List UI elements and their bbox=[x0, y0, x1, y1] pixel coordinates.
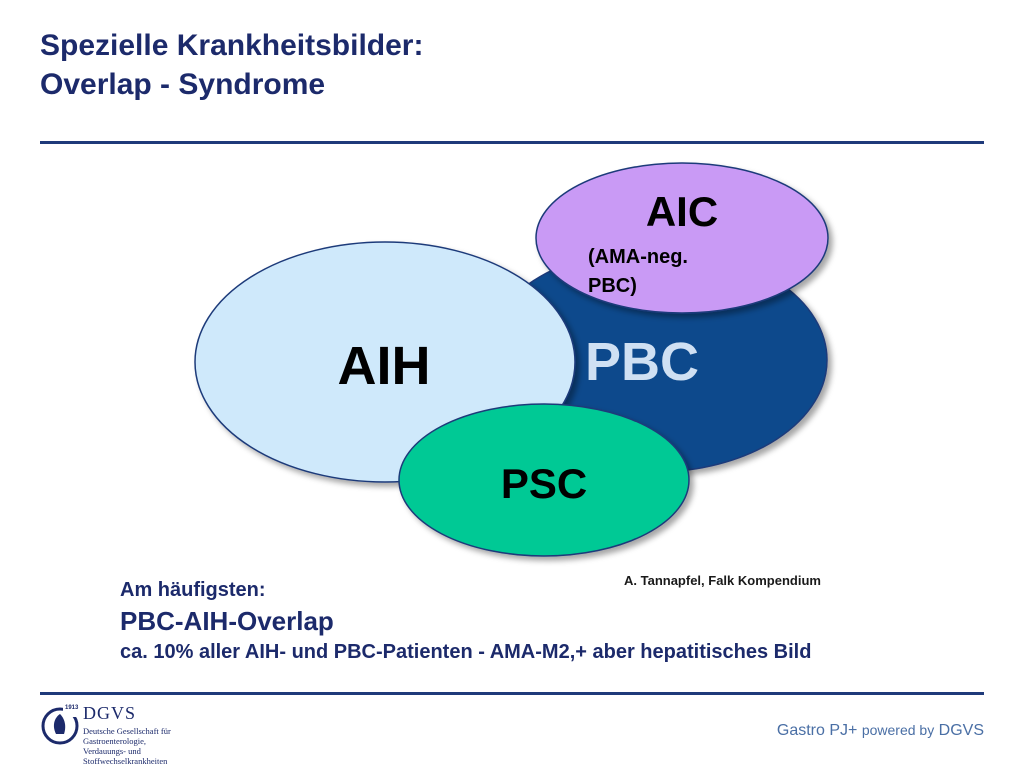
dgvs-emblem-icon bbox=[41, 707, 79, 745]
logo-year: 1913 bbox=[65, 705, 79, 711]
logo-sub-line-4: Stoffwechselkrankheiten bbox=[83, 756, 168, 766]
brand-gastro-pj: Gastro PJ bbox=[776, 722, 849, 739]
logo-sub-line-3: Verdauungs- und bbox=[83, 746, 141, 756]
logo-name: DGVS bbox=[83, 703, 137, 723]
psc-label: PSC bbox=[501, 460, 587, 507]
top-divider bbox=[40, 141, 984, 144]
summary: Am häufigsten: PBC-AIH-Overlap ca. 10% a… bbox=[120, 575, 811, 667]
logo-subtitle: Deutsche Gesellschaft für Gastroenterolo… bbox=[83, 726, 213, 766]
summary-line-2: PBC-AIH-Overlap bbox=[120, 606, 334, 636]
slide-title: Spezielle Krankheitsbilder: Overlap - Sy… bbox=[40, 26, 423, 104]
summary-line-1: Am häufigsten: bbox=[120, 579, 266, 601]
footer-brand: Gastro PJ+ powered by DGVS bbox=[777, 722, 984, 740]
aic-sublabel-line-2: PBC) bbox=[588, 275, 637, 297]
dgvs-logo: 1913 DGVS Deutsche Gesellschaft für Gast… bbox=[40, 702, 213, 766]
summary-line-3: ca. 10% aller AIH- und PBC-Patienten - A… bbox=[120, 641, 812, 663]
bottom-divider bbox=[40, 692, 984, 695]
title-line-1: Spezielle Krankheitsbilder: bbox=[40, 29, 424, 62]
aic-ellipse bbox=[535, 162, 829, 314]
psc-ellipse bbox=[398, 403, 690, 557]
aih-label: AIH bbox=[338, 336, 431, 396]
aic-sublabel-line-1: (AMA-neg. bbox=[588, 246, 688, 268]
aic-label: AIC bbox=[646, 188, 718, 235]
brand-plus: + bbox=[848, 722, 858, 739]
brand-dgvs: DGVS bbox=[938, 722, 984, 739]
title-line-2: Overlap - Syndrome bbox=[40, 68, 326, 101]
citation: A. Tannapfel, Falk Kompendium bbox=[624, 573, 821, 588]
pbc-label: PBC bbox=[585, 332, 699, 392]
logo-sub-line-2: Gastroenterologie, bbox=[83, 736, 147, 746]
logo-sub-line-1: Deutsche Gesellschaft für bbox=[83, 726, 171, 736]
brand-powered-by: powered by bbox=[861, 722, 935, 738]
